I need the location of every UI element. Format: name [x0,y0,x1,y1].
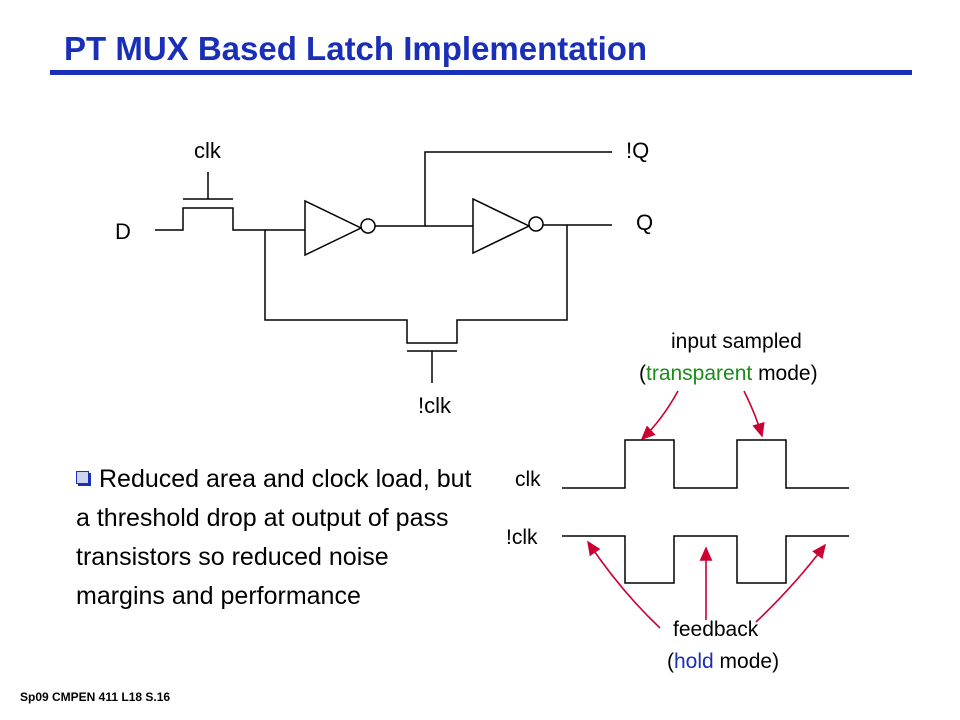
transparent-highlight: transparent [646,362,753,385]
inter-inverter-wires [375,151,612,227]
clk-waveform [562,439,849,489]
bullet-text: Reduced area and clock load, but a thres… [76,465,472,610]
q-output-label: Q [636,210,654,235]
bullet-icon [76,471,89,484]
annotation-arrows [587,390,826,629]
feedback-annotation-line1: feedback [673,618,759,641]
clk-waveform-label: clk [515,468,541,491]
title-underline [50,70,912,75]
inverter-2 [472,197,544,255]
not-clk-gate-label: !clk [418,393,451,418]
bullet-point: Reduced area and clock load, but a thres… [76,460,476,616]
page-title: PT MUX Based Latch Implementation [64,30,648,67]
feedback-annotation-line2: (hold mode) [667,650,780,673]
feedback-wires [264,225,568,383]
inverter-1 [304,199,376,257]
not-q-label: !Q [626,138,650,163]
not-clk-waveform [562,535,849,584]
pass-transistor-clk [155,172,265,231]
d-input-label: D [115,219,131,244]
not-clk-waveform-label: !clk [506,526,538,549]
slide-footer: Sp09 CMPEN 411 L18 S.16 [20,690,171,704]
sampled-annotation-line2: (transparent mode) [639,362,818,385]
clk-gate-label: clk [194,138,221,163]
hold-highlight: hold [674,650,714,673]
sampled-annotation-line1: input sampled [671,330,802,353]
